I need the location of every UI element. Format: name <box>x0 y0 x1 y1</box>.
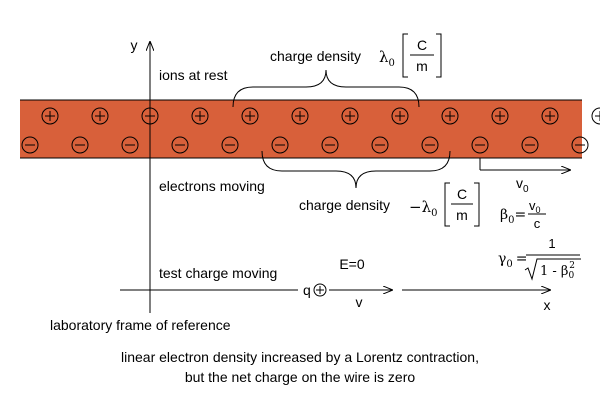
test-charge: q E=0 v <box>303 256 392 310</box>
ion-circle <box>241 107 259 125</box>
ion-brace <box>232 69 420 108</box>
electron-density-unit-num: C <box>457 186 467 202</box>
electron-11 <box>521 136 539 154</box>
electron-2 <box>71 136 89 154</box>
electron-circle <box>571 136 589 154</box>
test-charge-moving-label: test charge moving <box>159 265 277 281</box>
electron-brace <box>261 150 451 189</box>
lab-frame-label: laboratory frame of reference <box>50 317 231 333</box>
gamma-formula: γ0= 1 1 - β02 <box>498 236 581 281</box>
ion-5 <box>241 107 259 125</box>
ion-8 <box>391 107 409 125</box>
wire-body <box>20 100 582 158</box>
electron-row <box>21 136 589 154</box>
beta-lhs: β0= <box>500 207 526 226</box>
ion-density-symbol: λ0 <box>379 48 395 69</box>
ion-1 <box>41 107 59 125</box>
electric-field-label: E=0 <box>339 256 365 272</box>
electron-4 <box>171 136 189 154</box>
gamma-numerator: 1 <box>548 236 555 251</box>
electron-velocity: v0 <box>479 158 570 195</box>
ion-circle <box>91 107 109 125</box>
gamma-lhs: γ0= <box>498 251 527 270</box>
electron-density-expression: charge density −λ0 C m <box>299 182 480 227</box>
ion-density-bracket-right <box>436 33 442 78</box>
electron-3 <box>121 136 139 154</box>
wire <box>20 99 600 159</box>
beta-numerator: v0 <box>529 198 541 215</box>
gamma-denominator: 1 - β02 <box>540 261 575 281</box>
electron-velocity-label: v0 <box>516 175 529 195</box>
electron-9 <box>421 136 439 154</box>
electron-density-prefix: charge density <box>299 197 390 213</box>
electron-5 <box>221 136 239 154</box>
ion-11 <box>541 107 559 125</box>
ion-2 <box>91 107 109 125</box>
caption-line-1: linear electron density increased by a L… <box>121 349 479 365</box>
electron-8 <box>371 136 389 154</box>
ion-density-bracket-left <box>402 33 408 78</box>
ion-circle <box>541 107 559 125</box>
ion-7 <box>341 107 359 125</box>
ion-density-unit-num: C <box>417 37 427 53</box>
electron-density-symbol: −λ0 <box>409 198 437 219</box>
ion-density-expression: charge density λ0 C m <box>270 33 442 78</box>
electron-circle <box>471 136 489 154</box>
electron-circle <box>421 136 439 154</box>
test-charge-name: q <box>303 282 311 298</box>
ion-density-prefix: charge density <box>270 48 361 64</box>
ion-12 <box>591 107 600 125</box>
ion-10 <box>491 107 509 125</box>
electron-12 <box>571 136 589 154</box>
ion-circle <box>291 107 309 125</box>
ions-at-rest-label: ions at rest <box>159 67 228 83</box>
electron-density-unit-den: m <box>456 207 468 223</box>
ion-9 <box>441 107 459 125</box>
electron-7 <box>321 136 339 154</box>
caption-line-2: but the net charge on the wire is zero <box>185 369 416 385</box>
electrons-moving-label: electrons moving <box>159 178 265 194</box>
ion-circle <box>391 107 409 125</box>
electron-circle <box>221 136 239 154</box>
electron-circle <box>171 136 189 154</box>
test-charge-velocity-label: v <box>356 294 363 310</box>
electron-circle <box>271 136 289 154</box>
electron-circle <box>371 136 389 154</box>
ion-circle <box>341 107 359 125</box>
electron-1 <box>21 136 39 154</box>
axes: y x <box>120 37 551 313</box>
ion-circle <box>441 107 459 125</box>
electron-10 <box>471 136 489 154</box>
y-axis-label: y <box>131 37 138 53</box>
ion-circle <box>41 107 59 125</box>
ion-6 <box>291 107 309 125</box>
beta-formula: β0= v0 c <box>500 198 546 231</box>
electron-circle <box>521 136 539 154</box>
electron-density-bracket-right <box>474 182 480 227</box>
gamma-sqrt-sign <box>524 258 581 281</box>
beta-denominator: c <box>534 216 541 231</box>
x-axis-label: x <box>544 297 551 313</box>
ion-density-unit-den: m <box>416 58 428 74</box>
electron-density-bracket-left <box>444 182 450 227</box>
electron-circle <box>321 136 339 154</box>
ion-circle <box>191 107 209 125</box>
electron-circle <box>71 136 89 154</box>
ion-4 <box>191 107 209 125</box>
ion-circle <box>591 107 600 125</box>
electron-circle <box>21 136 39 154</box>
electron-6 <box>271 136 289 154</box>
electron-circle <box>121 136 139 154</box>
ion-circle <box>491 107 509 125</box>
